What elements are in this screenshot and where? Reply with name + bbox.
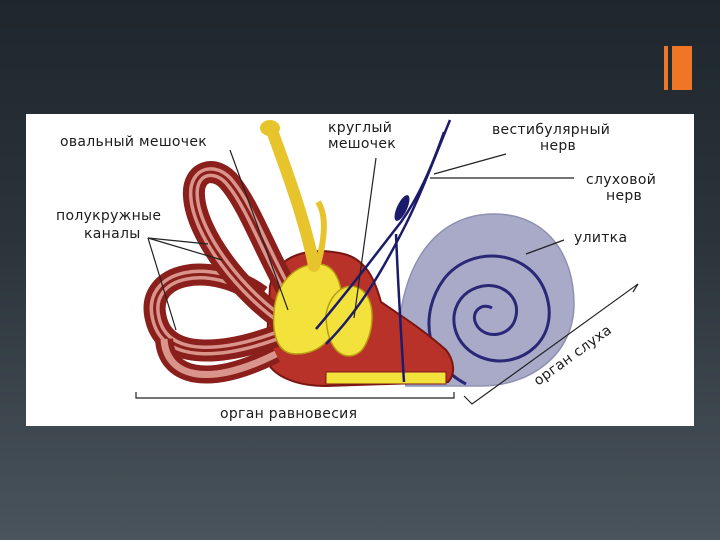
label-auditory-nerve-2: нерв [606, 188, 642, 204]
label-vestibular-nerve-1: вестибулярный [492, 122, 610, 138]
inner-ear-diagram: овальный мешочек круглый мешочек вестибу… [26, 114, 694, 426]
label-oval-sac: овальный мешочек [60, 134, 207, 150]
label-semicircular-1: полукружные [56, 208, 161, 224]
label-auditory-nerve-1: слуховой [586, 172, 656, 188]
inner-ear-figure: овальный мешочек круглый мешочек вестибу… [26, 114, 694, 426]
label-cochlea: улитка [574, 230, 627, 246]
label-vestibular-nerve-2: нерв [540, 138, 576, 154]
semicircular-canals-shape [155, 172, 294, 374]
accent-bar-thin [664, 46, 668, 90]
label-round-sac-2: мешочек [328, 136, 396, 152]
yellow-sacs-shape [260, 120, 372, 356]
accent-bar-thick [672, 46, 692, 90]
label-semicircular-2: каналы [84, 226, 141, 242]
label-round-sac-1: круглый [328, 120, 392, 136]
label-balance-organ: орган равновесия [220, 406, 357, 422]
